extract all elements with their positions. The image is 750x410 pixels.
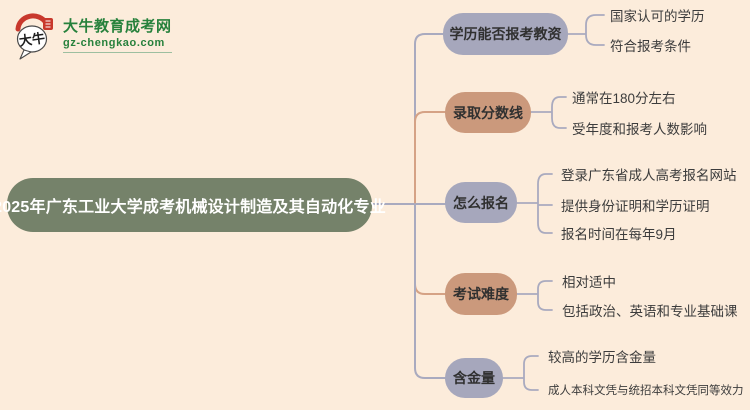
leaf-item: 较高的学历含金量 [548,350,656,365]
branch-node-exam-difficulty: 考试难度 [445,273,517,315]
leaf-item: 国家认可的学历 [610,9,705,24]
bracket-branch-3 [516,173,553,234]
logo-seal-marks [45,20,51,28]
connector-branch-4 [414,203,447,295]
logo-speech-bubble [16,25,48,53]
connector-branch-5 [414,203,447,379]
connector-branch-1 [414,33,445,205]
root-topic-node: 2025年广东工业大学成考机械设计制造及其自动化专业 [0,178,386,232]
connector-branch-2 [414,111,447,205]
branch-node-value: 含金量 [445,358,503,398]
bracket-branch-2 [530,96,567,129]
leaf-item: 报名时间在每年9月 [561,227,677,242]
leaf-item: 相对适中 [562,275,616,290]
branch-node-how-to-register: 怎么报名 [445,182,517,223]
leaf-item: 成人本科文凭与统招本科文凭同等效力 [548,385,744,397]
site-logo: 大牛 大牛教育成考网 gz-chengkao.com [14,10,172,60]
leaf-item: 符合报考条件 [610,39,691,54]
logo-bubble-text: 大牛 [18,30,46,48]
bracket-branch-5 [502,355,539,391]
site-url: gz-chengkao.com [63,36,172,53]
leaf-item: 登录广东省成人高考报名网站 [561,168,737,183]
leaf-item: 通常在180分左右 [572,91,676,106]
leaf-item: 受年度和报考人数影响 [572,122,707,137]
logo-bubble-tail [19,49,32,60]
bracket-branch-1 [567,14,605,46]
branch-node-admission-score: 录取分数线 [445,92,531,133]
logo-bull-icon: 大牛 [15,13,53,60]
leaf-item: 包括政治、英语和专业基础课 [562,304,738,319]
branch-node-eligibility: 学历能否报考教资 [443,13,568,55]
logo-text-block: 大牛教育成考网 gz-chengkao.com [63,18,172,53]
site-name: 大牛教育成考网 [63,17,172,35]
bracket-branch-4 [516,280,553,311]
leaf-item: 提供身份证明和学历证明 [561,199,710,214]
